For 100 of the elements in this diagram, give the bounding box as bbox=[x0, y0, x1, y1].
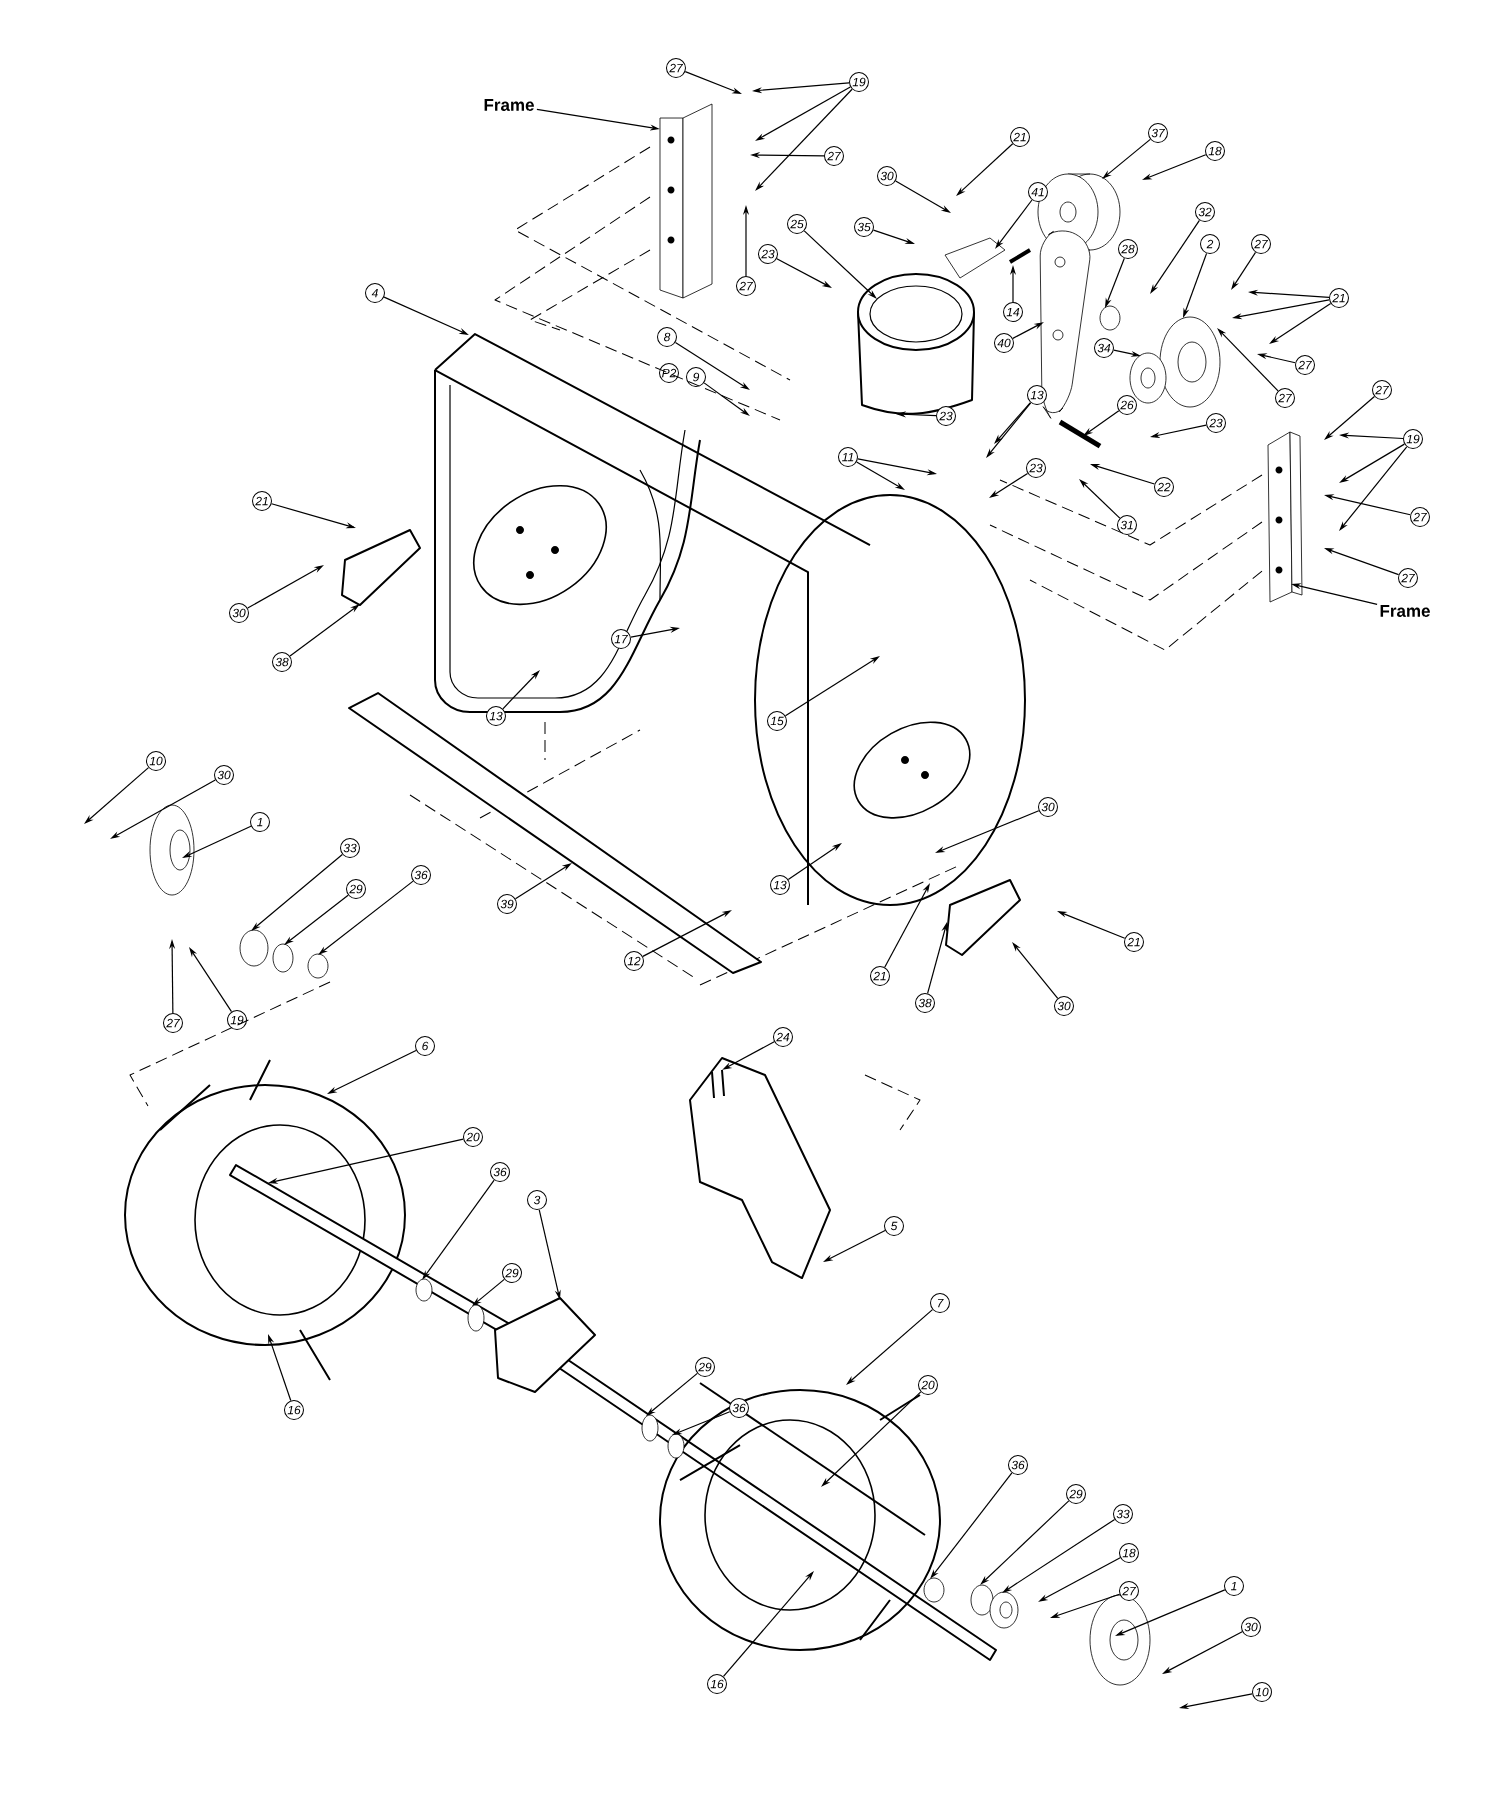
callout-number: 27 bbox=[824, 146, 844, 166]
alignment-line bbox=[989, 521, 1263, 601]
callout-number: 30 bbox=[229, 603, 249, 623]
slide-shoe bbox=[341, 529, 421, 606]
callout-number: 16 bbox=[707, 1674, 727, 1694]
callout-number: 21 bbox=[1329, 288, 1349, 308]
callout-number: 21 bbox=[870, 966, 890, 986]
auger bbox=[124, 1059, 406, 1381]
callout-number: 6 bbox=[415, 1036, 435, 1056]
bushing bbox=[923, 1577, 945, 1603]
callout-number: 10 bbox=[1252, 1682, 1272, 1702]
callout-number: 27 bbox=[1410, 507, 1430, 527]
bolt bbox=[1008, 248, 1032, 264]
leader-line bbox=[1217, 328, 1279, 392]
callout-number: 23 bbox=[1206, 413, 1226, 433]
washer bbox=[1099, 305, 1121, 331]
callout-number: 30 bbox=[877, 166, 897, 186]
callout-number: 31 bbox=[1117, 515, 1137, 535]
callout-number: 19 bbox=[227, 1010, 247, 1030]
callout-number: 36 bbox=[411, 865, 431, 885]
leader-line bbox=[956, 143, 1014, 196]
bearing-flange bbox=[1089, 1594, 1151, 1686]
alignment-line bbox=[514, 146, 791, 381]
leader-line bbox=[84, 767, 150, 824]
callout-number: 26 bbox=[1117, 395, 1137, 415]
callout-number: 32 bbox=[1195, 202, 1215, 222]
callout-number: 16 bbox=[284, 1400, 304, 1420]
bracket bbox=[944, 237, 1006, 279]
alignment-line bbox=[1029, 570, 1263, 651]
leader-line bbox=[803, 230, 877, 299]
leader-line bbox=[980, 1500, 1070, 1585]
callout-number: 30 bbox=[214, 765, 234, 785]
callout-number: 21 bbox=[1124, 932, 1144, 952]
callout-number: 27 bbox=[736, 276, 756, 296]
callout-number: 27 bbox=[1295, 355, 1315, 375]
callout-number: 29 bbox=[1066, 1484, 1086, 1504]
callout-number: 39 bbox=[497, 894, 517, 914]
washer bbox=[272, 943, 294, 973]
callout-number: 33 bbox=[1113, 1504, 1133, 1524]
bushing bbox=[415, 1278, 433, 1302]
callout-number: 1 bbox=[250, 812, 270, 832]
bearing-flange bbox=[149, 804, 195, 896]
callout-number: 27 bbox=[1275, 388, 1295, 408]
callout-number: 22 bbox=[1154, 477, 1174, 497]
callout-number: 36 bbox=[490, 1162, 510, 1182]
washer bbox=[970, 1584, 994, 1616]
callout-number: 18 bbox=[1205, 141, 1225, 161]
alignment-line bbox=[129, 981, 331, 1107]
callout-number: 37 bbox=[1148, 123, 1168, 143]
callout-number: 20 bbox=[918, 1375, 938, 1395]
leader-line bbox=[1079, 479, 1121, 519]
callout-number: 25 bbox=[787, 214, 807, 234]
callout-number: 34 bbox=[1094, 338, 1114, 358]
callout-number: 5 bbox=[884, 1216, 904, 1236]
slide-shoe bbox=[945, 879, 1021, 956]
callout-number: 29 bbox=[502, 1263, 522, 1283]
leader-line bbox=[755, 88, 853, 191]
bearing bbox=[239, 929, 269, 967]
frame-bracket bbox=[1267, 431, 1303, 603]
auger bbox=[659, 1382, 941, 1651]
callout-number: 36 bbox=[1008, 1455, 1028, 1475]
callout-number: 27 bbox=[163, 1013, 183, 1033]
callout-number: 27 bbox=[1119, 1581, 1139, 1601]
callout-number: 1 bbox=[1224, 1576, 1244, 1596]
leader-line bbox=[502, 670, 540, 710]
part-label: Frame bbox=[1377, 603, 1433, 619]
callout-number: 23 bbox=[758, 244, 778, 264]
callout-number: 24 bbox=[773, 1027, 793, 1047]
alignment-line bbox=[999, 474, 1263, 546]
spring bbox=[1058, 419, 1102, 449]
callout-number: 18 bbox=[1119, 1543, 1139, 1563]
callout-number: 2 bbox=[1200, 234, 1220, 254]
part-label: Frame bbox=[481, 97, 537, 113]
callout-number: 21 bbox=[252, 491, 272, 511]
callout-number: 38 bbox=[915, 993, 935, 1013]
callout-number: 4 bbox=[365, 283, 385, 303]
callout-number: 33 bbox=[340, 838, 360, 858]
leader-line bbox=[846, 1309, 934, 1385]
callout-number: 23 bbox=[1026, 458, 1046, 478]
callout-number: 10 bbox=[146, 751, 166, 771]
callout-number: 21 bbox=[1010, 127, 1030, 147]
callout-number: 35 bbox=[854, 217, 874, 237]
callout-number: 27 bbox=[1251, 234, 1271, 254]
callout-number: 30 bbox=[1054, 996, 1074, 1016]
callout-number: 27 bbox=[666, 58, 686, 78]
callout-number: 38 bbox=[272, 652, 292, 672]
callout-number: 3 bbox=[527, 1190, 547, 1210]
callout-number: 30 bbox=[1241, 1617, 1261, 1637]
callout-number: 41 bbox=[1028, 182, 1048, 202]
callout-number: 13 bbox=[1027, 385, 1047, 405]
bushing bbox=[307, 953, 329, 979]
callout-number: 14 bbox=[1003, 302, 1023, 322]
callout-number: 19 bbox=[849, 72, 869, 92]
leader-line bbox=[821, 1391, 922, 1487]
callout-number: 29 bbox=[346, 879, 366, 899]
callout-number: 19 bbox=[1403, 429, 1423, 449]
callout-number: 8 bbox=[657, 327, 677, 347]
callout-number: 30 bbox=[1038, 797, 1058, 817]
washer bbox=[467, 1304, 485, 1332]
callout-number: 7 bbox=[930, 1293, 950, 1313]
